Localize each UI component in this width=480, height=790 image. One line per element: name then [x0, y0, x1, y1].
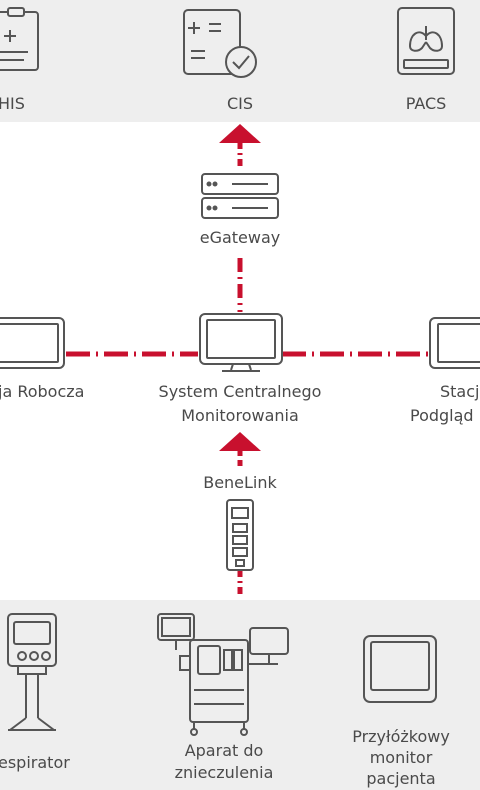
viewer-label-line2: Podgląd — [410, 406, 474, 425]
cis-document-check-icon — [183, 9, 257, 78]
arrow-up-to-central-icon — [219, 432, 261, 451]
his-label: HIS — [0, 94, 25, 113]
benelink-label: BeneLink — [203, 473, 277, 492]
workstation-label: ja Robocza — [0, 382, 85, 401]
pacs-label: PACS — [405, 94, 447, 113]
egateway-label: eGateway — [199, 228, 281, 247]
anesthesia-label-line1: Aparat do — [184, 741, 264, 760]
his-clipboard-icon — [0, 7, 39, 71]
anesthesia-machine-icon — [157, 613, 289, 736]
respirator-icon — [7, 613, 57, 731]
viewer-monitor-icon — [429, 317, 480, 369]
bedside-label-line2: monitor — [369, 748, 433, 767]
bedside-monitor-icon — [363, 635, 437, 703]
bedside-label-line1: Przyłóżkowy — [352, 727, 450, 746]
central-label-line1: System Centralnego — [158, 382, 322, 401]
pacs-lungs-tablet-icon — [397, 7, 455, 75]
benelink-module-icon — [226, 499, 254, 571]
bottom-devices-band — [0, 600, 480, 790]
central-label-line2: Monitorowania — [181, 406, 299, 425]
anesthesia-label-line2: znieczulenia — [174, 763, 274, 782]
arrow-up-to-cis-icon — [219, 124, 261, 143]
cis-label: CIS — [226, 94, 254, 113]
central-monitor-icon — [199, 313, 283, 372]
viewer-label-line1: Stacj — [440, 382, 480, 401]
workstation-monitor-icon — [0, 317, 65, 369]
respirator-label: espirator — [0, 753, 70, 772]
egateway-server-icon — [201, 173, 279, 219]
bedside-label-line3: pacjenta — [366, 769, 436, 788]
